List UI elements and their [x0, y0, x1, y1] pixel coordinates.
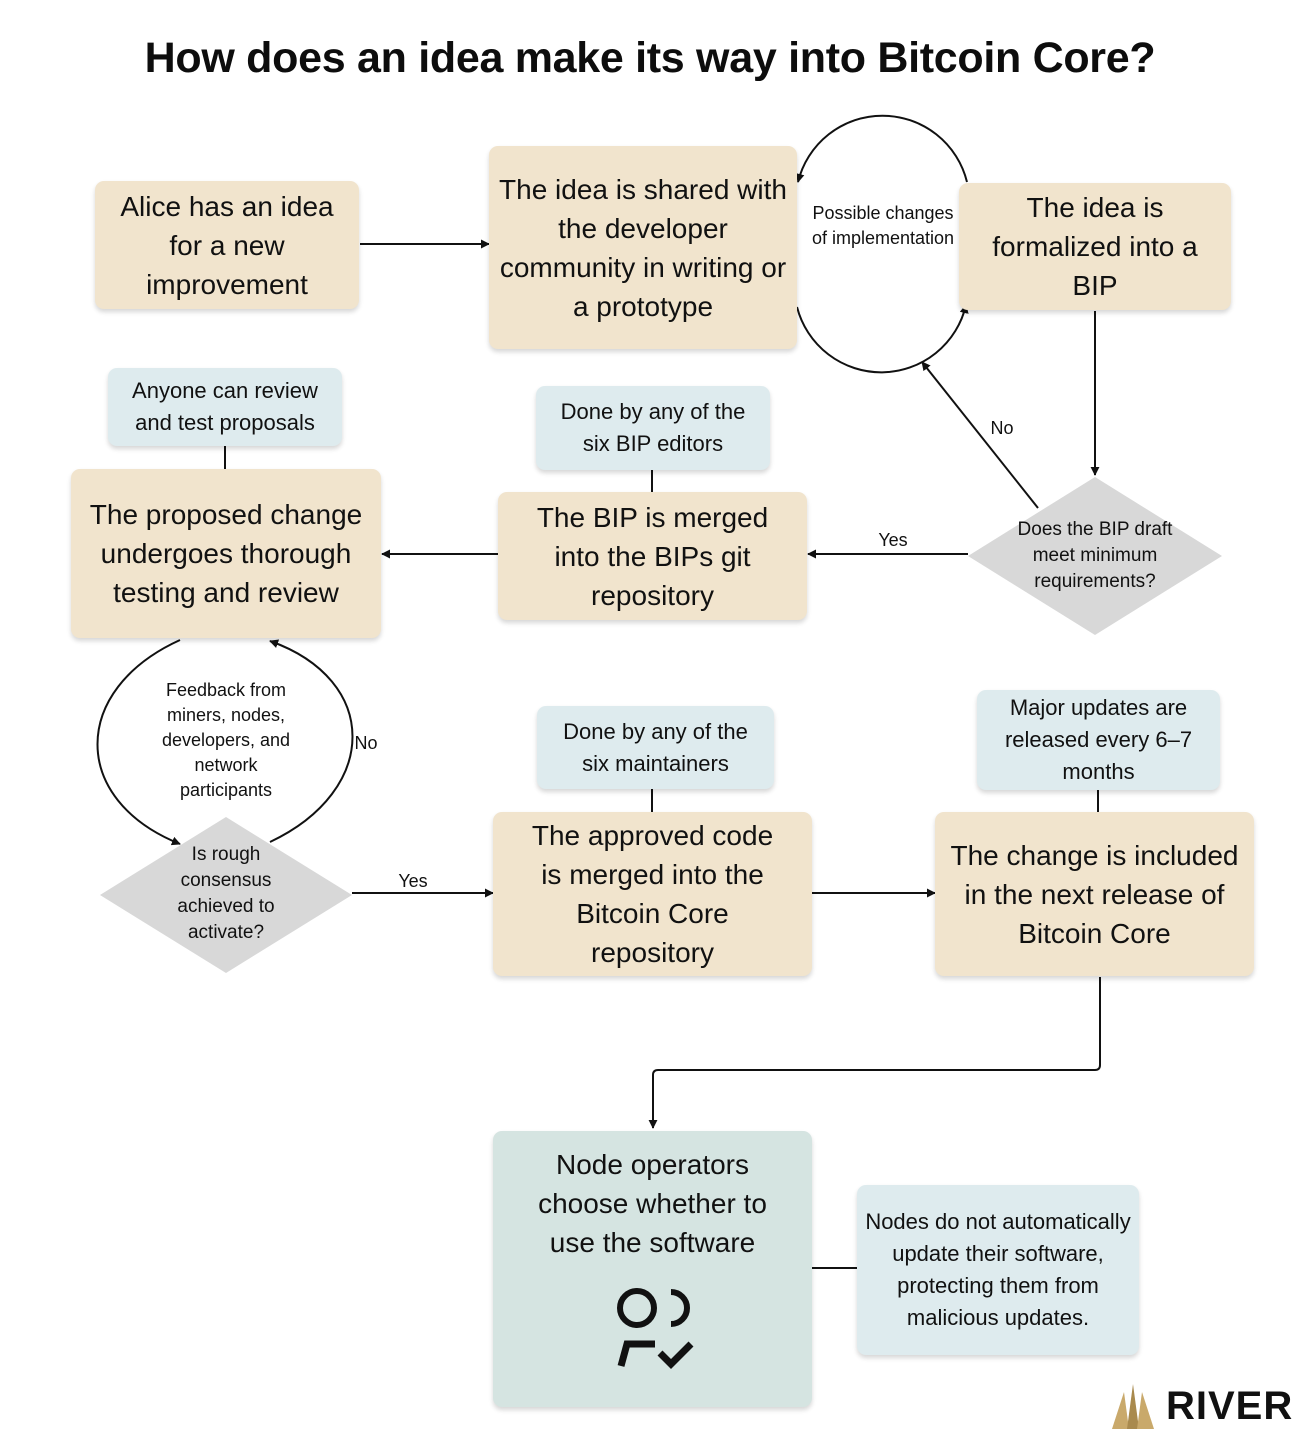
river-wordmark: RIVER: [1166, 1383, 1294, 1428]
label-no-consensus: No: [354, 733, 378, 753]
decision-diamond-bip: [968, 477, 1222, 635]
label-yes-bip: Yes: [878, 530, 908, 550]
page-title: How does an idea make its way into Bitco…: [144, 34, 1156, 82]
note-maintainers: Done by any of the six maintainers: [537, 706, 774, 789]
label-yes-consensus: Yes: [398, 871, 428, 891]
step-idea-formalized: The idea is formalized into a BIP: [959, 183, 1231, 310]
step-code-merged: The approved code is merged into the Bit…: [493, 812, 812, 976]
decision-rough-consensus: Is rough consensus achieved to activate?: [177, 844, 275, 943]
river-logo: RIVER: [1108, 1382, 1293, 1430]
user-check-icon: [616, 1288, 693, 1369]
note-anyone-review: Anyone can review and test proposals: [108, 368, 342, 446]
river-logo-icon: [1112, 1384, 1154, 1429]
step-alice-idea: Alice has an idea for a new improvement: [95, 181, 359, 309]
feedback-arc-left: [96, 639, 181, 846]
note-major-updates: Major updates are released every 6–7 mon…: [977, 690, 1220, 790]
step-bip-merged: The BIP is merged into the BIPs git repo…: [498, 492, 807, 620]
note-bip-editors: Done by any of the six BIP editors: [536, 386, 770, 470]
step-idea-shared: The idea is shared with the developer co…: [489, 146, 797, 349]
arrow-release-to-nodes: [648, 977, 1101, 1129]
label-no-bip: No: [990, 418, 1014, 438]
step-next-release: The change is included in the next relea…: [935, 812, 1254, 976]
note-nodes-no-auto-update: Nodes do not automatically update their …: [857, 1185, 1139, 1355]
step-testing-review: The proposed change undergoes thorough t…: [71, 469, 381, 638]
feedback-arc-right: [269, 639, 354, 843]
node-operators-text: Node operators choose whether to use the…: [538, 1149, 767, 1258]
label-possible-changes: Possible changes of implementation: [811, 203, 955, 248]
decision-diamond-consensus: [100, 817, 352, 973]
arrow-no-to-loop: [921, 361, 1039, 509]
step-node-operators: Node operators choose whether to use the…: [493, 1131, 812, 1407]
label-feedback: Feedback from miners, nodes, developers,…: [161, 680, 291, 800]
loop-arc-bottom: [796, 304, 969, 374]
decision-bip-requirements: Does the BIP draft meet minimum requirem…: [1017, 519, 1173, 592]
loop-arc-top: [795, 114, 968, 183]
